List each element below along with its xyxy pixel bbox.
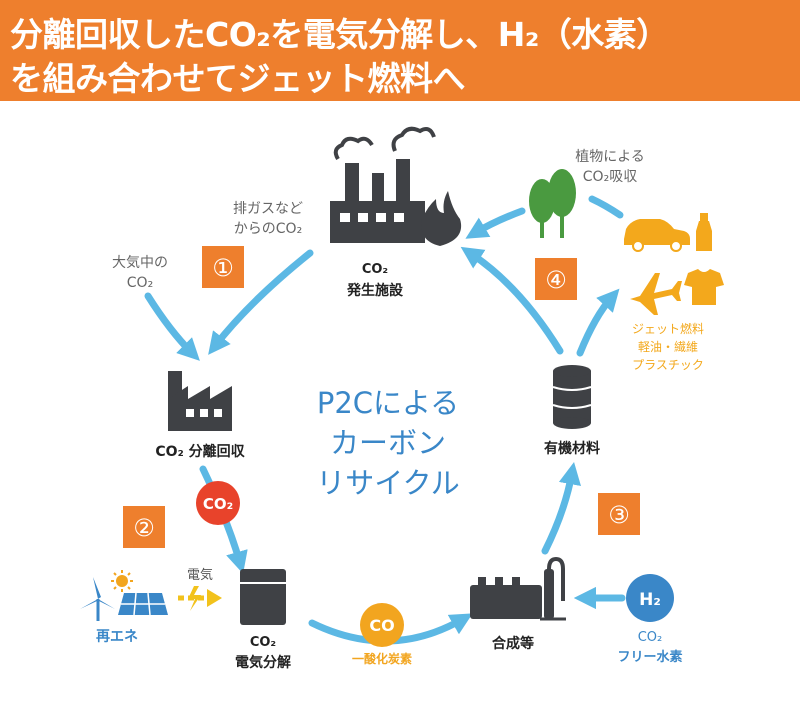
atmosphere-label-1: 大気中の [112,255,168,271]
exhaust-label-1: 排ガスなど [233,201,303,217]
hydrogen-label-co2: CO₂ [638,630,663,645]
title-line-2: を組み合わせてジェット燃料へ [10,59,466,98]
arrow-source-to-capture [208,249,314,355]
center-title-3: リサイクル [316,466,460,500]
step-box-2: ② [123,506,165,548]
co2-badge: CO₂ [196,481,240,525]
co-badge: CO [360,603,404,647]
car-icon [624,219,690,252]
factory-smoke-icon [330,126,436,243]
electrolysis-label-co2: CO₂ [250,635,276,650]
svg-text:③: ③ [608,501,630,529]
wind-turbine-icon [80,577,115,621]
renewable-label: 再エネ [96,629,138,645]
svg-text:②: ② [133,514,155,542]
step-box-4: ④ [535,258,577,300]
electricity-arrow [178,586,222,611]
co-label: 一酸化炭素 [352,651,412,666]
capture-label: CO₂ 分離回収 [155,443,245,460]
barrel-icon [552,365,592,429]
synthesis-label: 合成等 [492,635,534,652]
electrolysis-label: 電気分解 [235,654,291,671]
arrow-synthesis-to-organic [541,461,581,555]
center-title-2: カーボン [330,426,446,460]
source-label: 発生施設 [346,282,404,299]
lightning-icon [188,586,201,611]
organic-label: 有機材料 [544,440,600,457]
svg-text:H₂: H₂ [639,590,661,610]
bottle-icon [696,213,712,251]
source-label-co2: CO₂ [362,262,388,277]
svg-text:①: ① [212,254,234,282]
electricity-label: 電気 [187,567,213,583]
tshirt-icon [684,269,724,305]
arrow-organic-to-source [460,246,564,355]
step-box-3: ③ [598,493,640,535]
center-title-1: P2Cによる [317,386,459,420]
arrow-products-to-plants [588,195,624,219]
atmosphere-label-2: CO₂ [127,275,153,291]
arrow-atmosphere-to-capture [144,292,200,361]
svg-text:CO₂: CO₂ [203,495,233,513]
step-box-1: ① [202,246,244,288]
plants-label-2: CO₂吸収 [583,169,637,185]
hydrogen-badge: H₂ [626,574,674,622]
flame-icon [421,191,462,246]
electrolyzer-icon [240,569,286,625]
airplane-icon [630,273,682,315]
plants-label-1: 植物による [575,149,645,165]
svg-text:CO: CO [369,616,394,635]
svg-text:④: ④ [545,266,567,294]
arrow-plants-to-source [465,207,526,239]
factory-icon [168,371,232,431]
exhaust-label-2: からのCO₂ [234,221,302,237]
title-line-1: 分離回収したCO₂を電気分解し、H₂（水素） [10,15,669,54]
title-banner: 分離回収したCO₂を電気分解し、H₂（水素） を組み合わせてジェット燃料へ [0,0,800,101]
carbon-recycle-diagram: ① ② ③ ④ CO₂ 発生施設 排ガスなど からのCO₂ 大気中の CO₂ [80,126,724,671]
solar-panel-icon [118,592,168,616]
hydrogen-label: フリー水素 [617,649,682,665]
trees-icon [529,169,576,238]
products-label-2: 軽油・繊維 [638,340,698,354]
arrow-organic-to-products [576,288,620,357]
products-label-3: プラスチック [632,358,704,372]
sun-icon [111,570,133,592]
synthesis-plant-icon [470,556,566,621]
products-label-1: ジェット燃料 [632,321,704,336]
